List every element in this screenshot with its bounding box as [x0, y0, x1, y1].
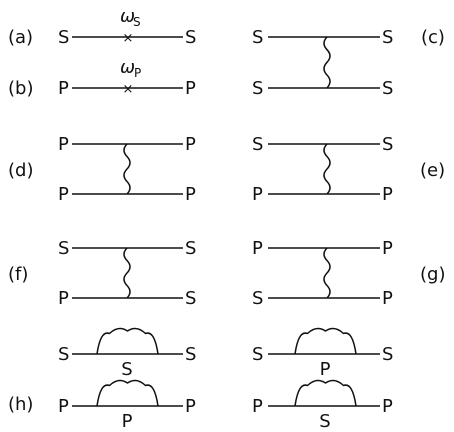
- label-b: (b): [8, 78, 33, 99]
- diagram-f-top-right-label: S: [185, 238, 196, 259]
- diagram-d-top-left-label: P: [58, 134, 69, 155]
- label-d: (d): [8, 160, 33, 181]
- diagram-a-omega-sub: S: [133, 15, 141, 29]
- diagram-a: (a) S × S ω S: [8, 6, 196, 48]
- diagram-h: (h) S S S S S P P P P P P: [8, 327, 393, 432]
- loop-inner-label: P: [320, 359, 331, 380]
- diagram-c-bottom-left-label: S: [252, 78, 263, 99]
- diagram-g-top-left-label: P: [252, 238, 263, 259]
- label-c: (c): [421, 27, 445, 48]
- label-g: (g): [420, 264, 445, 285]
- diagram-d-wavy-line: [123, 143, 131, 195]
- loop-left-label: P: [58, 396, 69, 417]
- diagram-f-bottom-left-label: P: [58, 288, 69, 309]
- loop-diagram: S S P: [252, 327, 393, 380]
- label-h: (h): [8, 394, 33, 415]
- diagram-g-bottom-right-label: P: [382, 288, 393, 309]
- diagram-a-vertex-mark: ×: [123, 31, 134, 46]
- loop-right-label: P: [382, 396, 393, 417]
- loop-right-label: S: [185, 344, 196, 365]
- loop-left-label: S: [252, 344, 263, 365]
- loop-inner-label: S: [319, 411, 330, 432]
- diagram-a-left-label: S: [58, 27, 69, 48]
- diagram-g: P P S P (g): [252, 238, 445, 309]
- diagram-d: P P P P (d): [8, 134, 196, 205]
- diagram-e-top-right-label: S: [382, 134, 393, 155]
- diagram-f: S S P S (f): [8, 238, 196, 309]
- diagram-c-bottom-right-label: S: [382, 78, 393, 99]
- loop-wavy-arc: [96, 327, 159, 355]
- loop-diagram: P P P: [58, 379, 196, 432]
- label-a: (a): [8, 27, 33, 48]
- loop-inner-label: S: [121, 359, 132, 380]
- diagram-f-wavy-line: [123, 247, 131, 299]
- diagram-d-bottom-left-label: P: [58, 184, 69, 205]
- diagram-g-bottom-left-label: S: [252, 288, 263, 309]
- diagram-a-omega: ω: [120, 6, 135, 27]
- loop-left-label: P: [252, 396, 263, 417]
- diagram-e-wavy-line: [323, 143, 331, 195]
- label-e: (e): [420, 160, 445, 181]
- diagram-c-top-left-label: S: [252, 27, 263, 48]
- diagram-e-bottom-left-label: P: [252, 184, 263, 205]
- diagram-d-bottom-right-label: P: [185, 184, 196, 205]
- diagram-b-right-label: P: [185, 78, 196, 99]
- diagram-b-left-label: P: [58, 78, 69, 99]
- diagram-c: S S S S (c): [252, 27, 445, 99]
- diagram-e: S S P P (e): [252, 134, 445, 205]
- diagram-b-omega-sub: P: [134, 66, 141, 80]
- diagram-e-top-left-label: S: [252, 134, 263, 155]
- label-f: (f): [8, 264, 28, 285]
- loop-diagram: P P S: [252, 379, 393, 432]
- diagram-f-top-left-label: S: [58, 238, 69, 259]
- diagram-f-bottom-right-label: S: [185, 288, 196, 309]
- diagram-c-wavy-line: [323, 36, 331, 89]
- loop-right-label: S: [382, 344, 393, 365]
- diagram-g-wavy-line: [323, 247, 331, 299]
- diagram-g-top-right-label: P: [382, 238, 393, 259]
- loop-wavy-arc: [294, 379, 357, 407]
- loop-diagram: S S S: [58, 327, 196, 380]
- diagram-b-omega: ω: [120, 57, 135, 78]
- loop-wavy-arc: [96, 379, 159, 407]
- diagram-a-right-label: S: [185, 27, 196, 48]
- loop-wavy-arc: [294, 327, 357, 355]
- loop-inner-label: P: [122, 411, 133, 432]
- diagram-b: (b) P × P ω P: [8, 57, 196, 99]
- loop-right-label: P: [185, 396, 196, 417]
- loop-left-label: S: [58, 344, 69, 365]
- diagram-d-top-right-label: P: [185, 134, 196, 155]
- diagram-e-bottom-right-label: P: [382, 184, 393, 205]
- diagram-b-vertex-mark: ×: [123, 82, 134, 97]
- diagram-c-top-right-label: S: [382, 27, 393, 48]
